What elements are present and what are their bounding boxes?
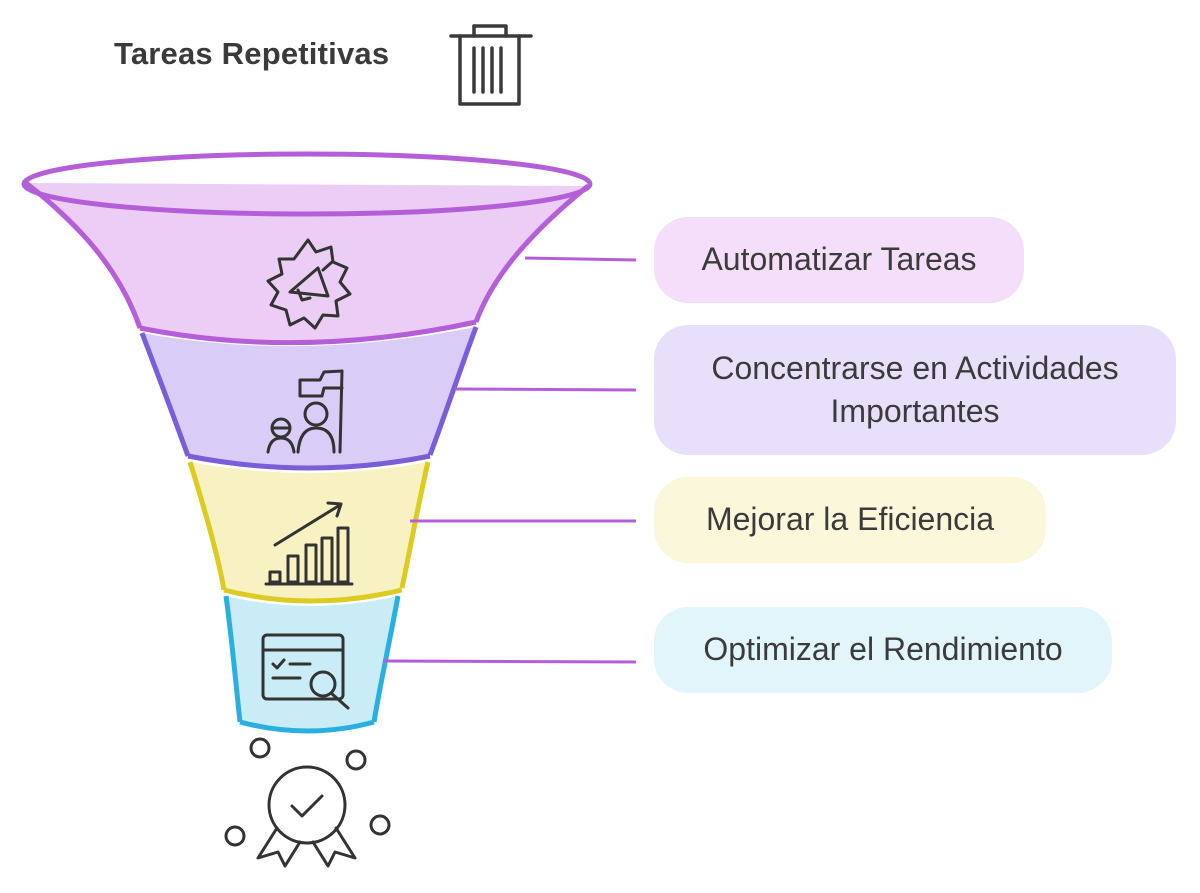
team-flag-icon bbox=[266, 369, 344, 454]
browser-search-icon bbox=[261, 633, 350, 710]
stage-label-automatizar-tareas: Automatizar Tareas bbox=[654, 217, 1024, 303]
diagram-title: Tareas Repetitivas bbox=[114, 36, 390, 71]
funnel-section-3 bbox=[187, 461, 431, 604]
gear-megaphone-icon bbox=[266, 238, 352, 330]
growth-chart-icon bbox=[264, 501, 354, 586]
trash-bin-icon bbox=[449, 24, 533, 106]
stage-label-optimizar-rendimiento: Optimizar el Rendimiento bbox=[654, 607, 1112, 693]
award-badge-icon bbox=[224, 737, 391, 868]
stage-label-mejorar-eficiencia: Mejorar la Eficiencia bbox=[654, 477, 1046, 563]
funnel-section-4 bbox=[223, 595, 401, 734]
stage-label-concentrarse-actividades: Concentrarse en Actividades Importantes bbox=[654, 325, 1176, 455]
connector-lines bbox=[382, 256, 637, 664]
funnel-section-1 bbox=[21, 151, 593, 346]
